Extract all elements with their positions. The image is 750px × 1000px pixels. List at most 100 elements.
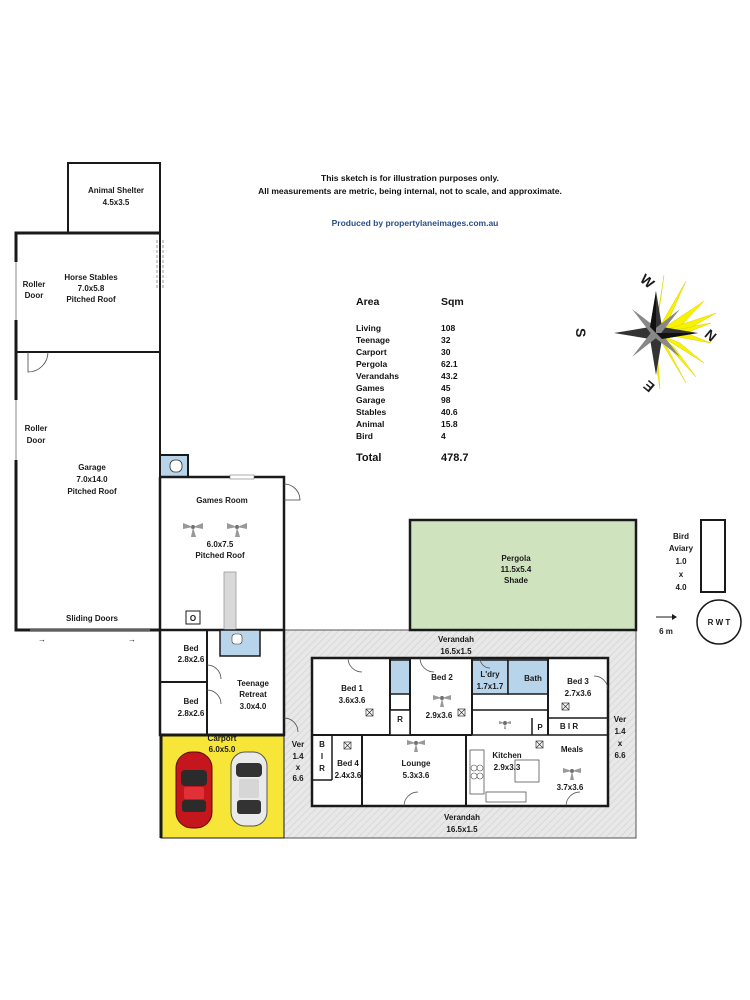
- bed1-label: Bed 1: [341, 684, 363, 693]
- compass-s: S: [573, 328, 589, 337]
- bir-side-label: B: [319, 740, 325, 749]
- bir-label: B I R: [560, 722, 578, 731]
- area-sqm: 15.8: [441, 419, 458, 429]
- bed-label: Bed: [183, 697, 198, 706]
- verandah-bottom-dim: 16.5x1.5: [446, 825, 478, 834]
- teenage-retreat-dim: 3.0x4.0: [240, 702, 267, 711]
- rwt-label: R W T: [708, 618, 731, 627]
- robe-label: R: [397, 715, 403, 724]
- table-row: Animal 15.8: [356, 418, 496, 430]
- area-table-header: Area Sqm: [356, 296, 496, 308]
- verandah-top-dim: 16.5x1.5: [440, 647, 472, 656]
- bed4-label: Bed 4: [337, 759, 359, 768]
- table-row: Games 45: [356, 382, 496, 394]
- bir-side-label: I: [321, 752, 323, 761]
- bird-aviary: [700, 519, 726, 593]
- ver-right-dim: x: [618, 739, 623, 748]
- games-room-label: Games Room: [196, 496, 248, 505]
- kitchen-label: Kitchen: [492, 751, 521, 760]
- ver-left-dim: x: [296, 763, 301, 772]
- fireplace-flue: [223, 571, 237, 631]
- area-name: Teenage: [356, 335, 390, 345]
- animal-shelter-room: [67, 162, 161, 234]
- ensuite-bed1: [389, 659, 411, 695]
- area-sqm: 30: [441, 347, 451, 357]
- area-name: Stables: [356, 407, 387, 417]
- meals-label: Meals: [561, 745, 584, 754]
- meals-dim: 3.7x3.6: [557, 783, 584, 792]
- bathroom: [507, 659, 549, 695]
- disclaimer-line: This sketch is for illustration purposes…: [321, 173, 499, 183]
- teenage-retreat-label: Retreat: [239, 690, 267, 699]
- pergola-label: Pergola: [501, 554, 531, 563]
- carport-label: Carport: [208, 734, 237, 743]
- bed2-label: Bed 2: [431, 673, 453, 682]
- area-total-row: Total 478.7: [356, 452, 496, 464]
- garage-label: Garage: [78, 463, 106, 472]
- roller-door-label: Door: [27, 436, 46, 445]
- producer-credit: Produced by propertylaneimages.com.au: [331, 218, 499, 228]
- light-icon: [343, 702, 570, 750]
- total-value: 478.7: [441, 452, 469, 464]
- ver-right-dim: 6.6: [614, 751, 626, 760]
- ceiling-fan-icon: [499, 721, 511, 729]
- total-label: Total: [356, 452, 382, 464]
- area-sqm: 62.1: [441, 359, 458, 369]
- ceiling-fan-icon: [183, 523, 203, 537]
- area-name: Animal: [356, 419, 385, 429]
- ver-left-dim: 6.6: [292, 774, 304, 783]
- animal-shelter-label: Animal Shelter: [88, 186, 144, 195]
- bir-side-label: R: [319, 764, 325, 773]
- pantry-label: P: [537, 723, 543, 732]
- bed-dim: 2.8x2.6: [178, 655, 205, 664]
- white-car-icon: [230, 751, 268, 827]
- verandah-top-label: Verandah: [438, 635, 474, 644]
- games-room-dim: 6.0x7.5: [207, 540, 234, 549]
- bath-label: Bath: [524, 674, 542, 683]
- kitchen-bench: [469, 749, 485, 795]
- area-name: Pergola: [356, 359, 388, 369]
- garage-roof: Pitched Roof: [67, 487, 117, 496]
- horse-stables-dim: 7.0x5.8: [78, 284, 105, 293]
- teenage-retreat-label: Teenage: [237, 679, 269, 688]
- bed3-label: Bed 3: [567, 677, 589, 686]
- compass-e: E: [640, 377, 657, 395]
- verandah-bottom-label: Verandah: [444, 813, 480, 822]
- games-room-roof: Pitched Roof: [195, 551, 245, 560]
- table-row: Stables 40.6: [356, 406, 496, 418]
- pergola-roof: Shade: [504, 576, 529, 585]
- bed3-dim: 2.7x3.6: [565, 689, 592, 698]
- disclaimer: This sketch is for illustration purposes…: [240, 172, 580, 198]
- area-name: Garage: [356, 395, 386, 405]
- horse-stables-roof: Pitched Roof: [66, 295, 116, 304]
- table-row: Pergola 62.1: [356, 358, 496, 370]
- bed-dim: 2.8x2.6: [178, 709, 205, 718]
- lounge-dim: 5.3x3.6: [403, 771, 430, 780]
- roller-door-label: Roller: [25, 424, 48, 433]
- area-name: Games: [356, 383, 385, 393]
- ceiling-fan-icon: [433, 695, 451, 707]
- garage-dim: 7.0x14.0: [76, 475, 108, 484]
- area-name: Living: [356, 323, 382, 333]
- bed2-dim: 2.9x3.6: [426, 711, 453, 720]
- roller-door-label: Roller: [23, 280, 46, 289]
- oven-mark: O: [190, 614, 196, 623]
- scale-label: 6 m: [659, 627, 673, 636]
- pergola-dim: 11.5x5.4: [501, 565, 532, 574]
- horse-stables-label: Horse Stables: [64, 273, 118, 282]
- ver-left-dim: 1.4: [292, 752, 304, 761]
- area-sqm: 45: [441, 383, 451, 393]
- area-sqm: 40.6: [441, 407, 458, 417]
- lounge-label: Lounge: [402, 759, 431, 768]
- laundry-dim: 1.7x1.7: [477, 682, 504, 691]
- kitchen-bench: [485, 791, 527, 803]
- roller-door-label: Door: [25, 291, 44, 300]
- ver-right-label: Ver: [614, 715, 626, 724]
- disclaimer-line: All measurements are metric, being inter…: [258, 186, 562, 196]
